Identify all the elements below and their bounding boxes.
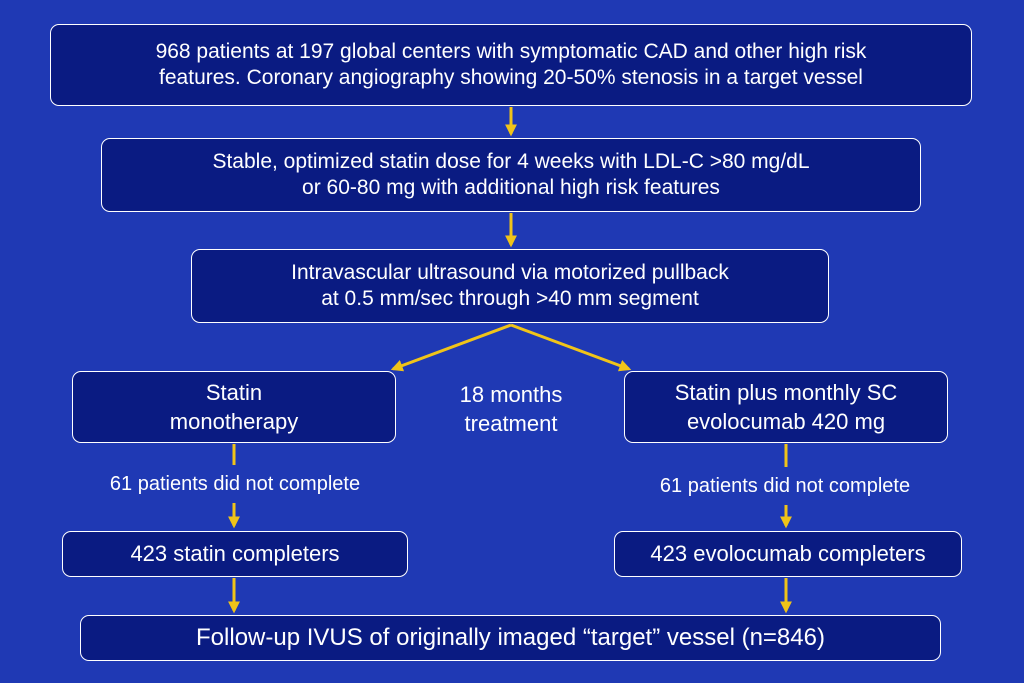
follow-up-box: Follow-up IVUS of originally imaged “tar… <box>80 615 941 661</box>
follow-up-label: Follow-up IVUS of originally imaged “tar… <box>196 624 825 652</box>
evolocumab-arm-line-2: evolocumab 420 mg <box>686 409 886 434</box>
enrollment-line-2: features. Coronary angiography showing 2… <box>159 66 863 89</box>
evolocumab-arm-line-1: Statin plus monthly SC <box>674 379 898 405</box>
enrollment-box: 968 patients at 197 global centers with … <box>50 24 972 106</box>
statin-arm-box: Statin monotherapy <box>72 371 396 443</box>
evolocumab-completers-box: 423 evolocumab completers <box>614 531 962 577</box>
arrow-ivus-to-statin-arm <box>390 323 512 372</box>
treatment-duration-line-2: treatment <box>464 411 558 437</box>
arrow-ivus-to-evolocumab-arm <box>510 323 632 372</box>
statin-run-in-box: Stable, optimized statin dose for 4 week… <box>101 138 921 212</box>
treatment-duration-label: 18 months treatment <box>420 380 602 438</box>
statin-arm-line-2: monotherapy <box>169 409 299 434</box>
ivus-baseline-box: Intravascular ultrasound via motorized p… <box>191 249 829 323</box>
enrollment-line-1: 968 patients at 197 global centers with … <box>155 40 867 64</box>
statin-run-in-line-1: Stable, optimized statin dose for 4 week… <box>212 150 810 174</box>
treatment-duration-line-1: 18 months <box>459 382 563 407</box>
statin-completers-box: 423 statin completers <box>62 531 408 577</box>
statin-dropout-label: 61 patients did not complete <box>109 473 361 495</box>
ivus-baseline-line-1: Intravascular ultrasound via motorized p… <box>291 261 729 285</box>
statin-run-in-line-2: or 60-80 mg with additional high risk fe… <box>302 176 720 199</box>
ivus-baseline-line-2: at 0.5 mm/sec through >40 mm segment <box>321 287 699 310</box>
evolocumab-dropout-label: 61 patients did not complete <box>659 475 911 497</box>
evolocumab-arm-box: Statin plus monthly SC evolocumab 420 mg <box>624 371 948 443</box>
evolocumab-completers-label: 423 evolocumab completers <box>650 540 926 566</box>
statin-arm-line-1: Statin <box>205 379 263 405</box>
statin-completers-label: 423 statin completers <box>130 540 340 566</box>
